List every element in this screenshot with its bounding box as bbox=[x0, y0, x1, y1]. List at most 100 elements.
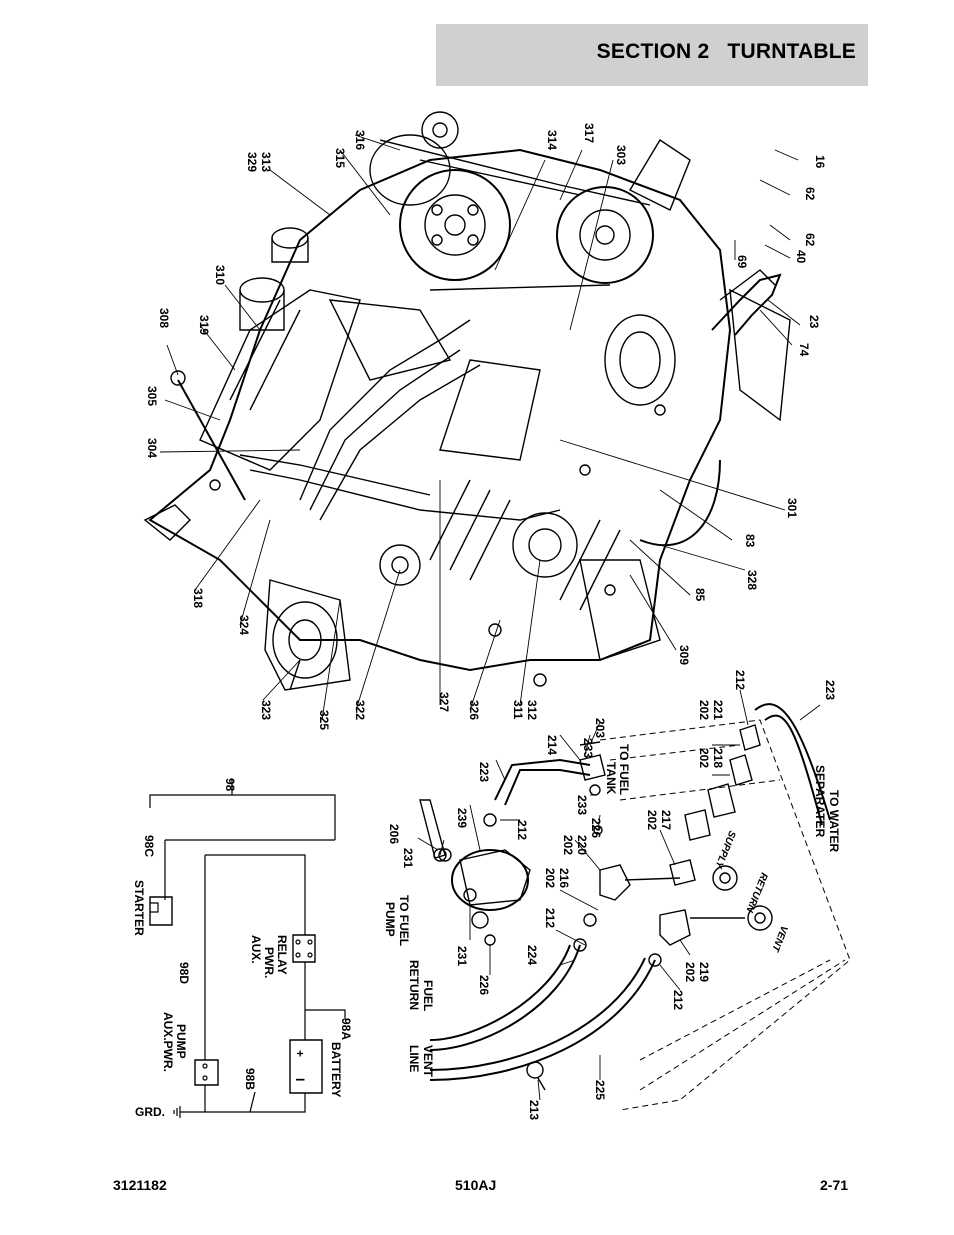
aux-pwr-relay-label: PWR. bbox=[262, 947, 276, 978]
wiring-labels: 98 98C STARTER 98D AUX. PWR. RELAY AUX.P… bbox=[132, 778, 353, 1119]
callout: 329 bbox=[245, 152, 259, 172]
callout: 317 bbox=[582, 123, 596, 143]
vent-line-label: LINE bbox=[407, 1045, 421, 1072]
engine-leader-lines bbox=[159, 134, 801, 721]
callout: 214 bbox=[545, 735, 559, 755]
engine-callouts: 316 315 313 329 314 317 303 16 62 62 40 … bbox=[145, 123, 827, 730]
callout: 219 bbox=[697, 962, 711, 982]
aux-pwr-relay-label: RELAY bbox=[275, 935, 289, 975]
wire-callout-98: 98 bbox=[223, 778, 237, 792]
callout: 233 bbox=[575, 795, 589, 815]
callout: 315 bbox=[333, 148, 347, 168]
callout: 62 bbox=[803, 233, 817, 247]
aux-pwr-pump-label: PUMP bbox=[174, 1024, 188, 1059]
callout: 223 bbox=[477, 762, 491, 782]
vent-line-label: VENT bbox=[421, 1045, 435, 1078]
section-header-band: SECTION 2 TURNTABLE bbox=[436, 24, 868, 86]
callout: 231 bbox=[401, 848, 415, 868]
callout: 213 bbox=[527, 1100, 541, 1120]
callout: 212 bbox=[671, 990, 685, 1010]
to-fuel-pump-label: PUMP bbox=[383, 902, 397, 937]
callout: 325 bbox=[317, 710, 331, 730]
parts-diagram: 316 315 313 329 314 317 303 16 62 62 40 … bbox=[132, 111, 851, 1120]
callout: 323 bbox=[259, 700, 273, 720]
callout: 314 bbox=[545, 130, 559, 150]
callout: 202 bbox=[645, 810, 659, 830]
wire-callout-98b: 98B bbox=[243, 1068, 257, 1090]
callout: 313 bbox=[259, 152, 273, 172]
starter-label: STARTER bbox=[132, 880, 146, 936]
aux-pwr-relay-label: AUX. bbox=[249, 935, 263, 964]
callout: 85 bbox=[693, 588, 707, 602]
engine-illustration bbox=[143, 111, 791, 691]
callout: 226 bbox=[477, 975, 491, 995]
fuel-callouts: 212 223 202 221 214 203 233 223 202 218 … bbox=[387, 670, 837, 1120]
callout: 23 bbox=[807, 315, 821, 329]
footer-document-number: 3121182 bbox=[113, 1177, 167, 1193]
callout: 224 bbox=[525, 945, 539, 965]
battery-plus-symbol: + bbox=[293, 1050, 307, 1057]
battery-minus-symbol: I bbox=[293, 1078, 307, 1081]
footer-model: 510AJ bbox=[455, 1177, 497, 1193]
callout: 310 bbox=[213, 265, 227, 285]
callout: 305 bbox=[145, 386, 159, 406]
supply-label: SUPPLY bbox=[712, 829, 737, 871]
callout: 40 bbox=[794, 250, 808, 264]
footer-page-number: 2-71 bbox=[820, 1177, 849, 1193]
callout: 220 bbox=[575, 835, 589, 855]
callout: 212 bbox=[543, 908, 557, 928]
wire-callout-98c: 98C bbox=[142, 835, 156, 857]
callout: 309 bbox=[677, 645, 691, 665]
callout: 225 bbox=[593, 1080, 607, 1100]
callout: 322 bbox=[353, 700, 367, 720]
battery-label: BATTERY bbox=[329, 1042, 343, 1097]
callout: 203 bbox=[593, 718, 607, 738]
fuel-return-label: RETURN bbox=[407, 960, 421, 1010]
callout: 69 bbox=[735, 255, 749, 269]
vent-label: VENT bbox=[769, 924, 790, 954]
callout: 308 bbox=[157, 308, 171, 328]
callout: 202 bbox=[683, 962, 697, 982]
callout: 303 bbox=[614, 145, 628, 165]
fuel-leader-lines bbox=[417, 689, 821, 1101]
aux-pwr-pump-label: AUX.PWR. bbox=[161, 1012, 175, 1072]
to-water-separater-label: SEPARATER bbox=[813, 765, 827, 838]
callout: 326 bbox=[467, 700, 481, 720]
callout: 223 bbox=[823, 680, 837, 700]
ground-label: GRD. bbox=[135, 1105, 165, 1119]
callout: 202 bbox=[697, 700, 711, 720]
section-title: SECTION 2 TURNTABLE bbox=[596, 40, 856, 63]
callout: 324 bbox=[237, 615, 251, 635]
to-fuel-pump-label: TO FUEL bbox=[397, 895, 411, 946]
to-fuel-tank-label: TANK bbox=[604, 762, 618, 795]
callout: 218 bbox=[711, 748, 725, 768]
wiring-schematic bbox=[149, 780, 346, 1118]
callout: 318 bbox=[191, 588, 205, 608]
callout: 312 bbox=[525, 700, 539, 720]
callout: 239 bbox=[455, 808, 469, 828]
callout: 233 bbox=[581, 738, 595, 758]
callout: 74 bbox=[797, 343, 811, 357]
callout: 83 bbox=[743, 534, 757, 548]
callout: 301 bbox=[785, 498, 799, 518]
callout: 202 bbox=[561, 835, 575, 855]
callout: 62 bbox=[803, 187, 817, 201]
wire-callout-98a: 98A bbox=[339, 1018, 353, 1040]
wire-callout-98d: 98D bbox=[177, 962, 191, 984]
callout: 202 bbox=[543, 868, 557, 888]
callout: 221 bbox=[711, 700, 725, 720]
to-fuel-tank-label: TO FUEL bbox=[617, 744, 631, 795]
callout: 226 bbox=[589, 818, 603, 838]
callout: 304 bbox=[145, 438, 159, 458]
callout: 217 bbox=[659, 810, 673, 830]
callout: 202 bbox=[697, 748, 711, 768]
to-water-separater-label: TO WATER bbox=[827, 790, 841, 853]
callout: 206 bbox=[387, 824, 401, 844]
callout: 328 bbox=[745, 570, 759, 590]
fuel-labels: TO FUEL TANK TO WATER SEPARATER TO FUEL … bbox=[383, 744, 841, 1078]
callout: 16 bbox=[813, 155, 827, 169]
fuel-line-assembly bbox=[419, 703, 851, 1111]
fuel-return-label: FUEL bbox=[421, 980, 435, 1011]
callout: 212 bbox=[733, 670, 747, 690]
callout: 212 bbox=[515, 820, 529, 840]
